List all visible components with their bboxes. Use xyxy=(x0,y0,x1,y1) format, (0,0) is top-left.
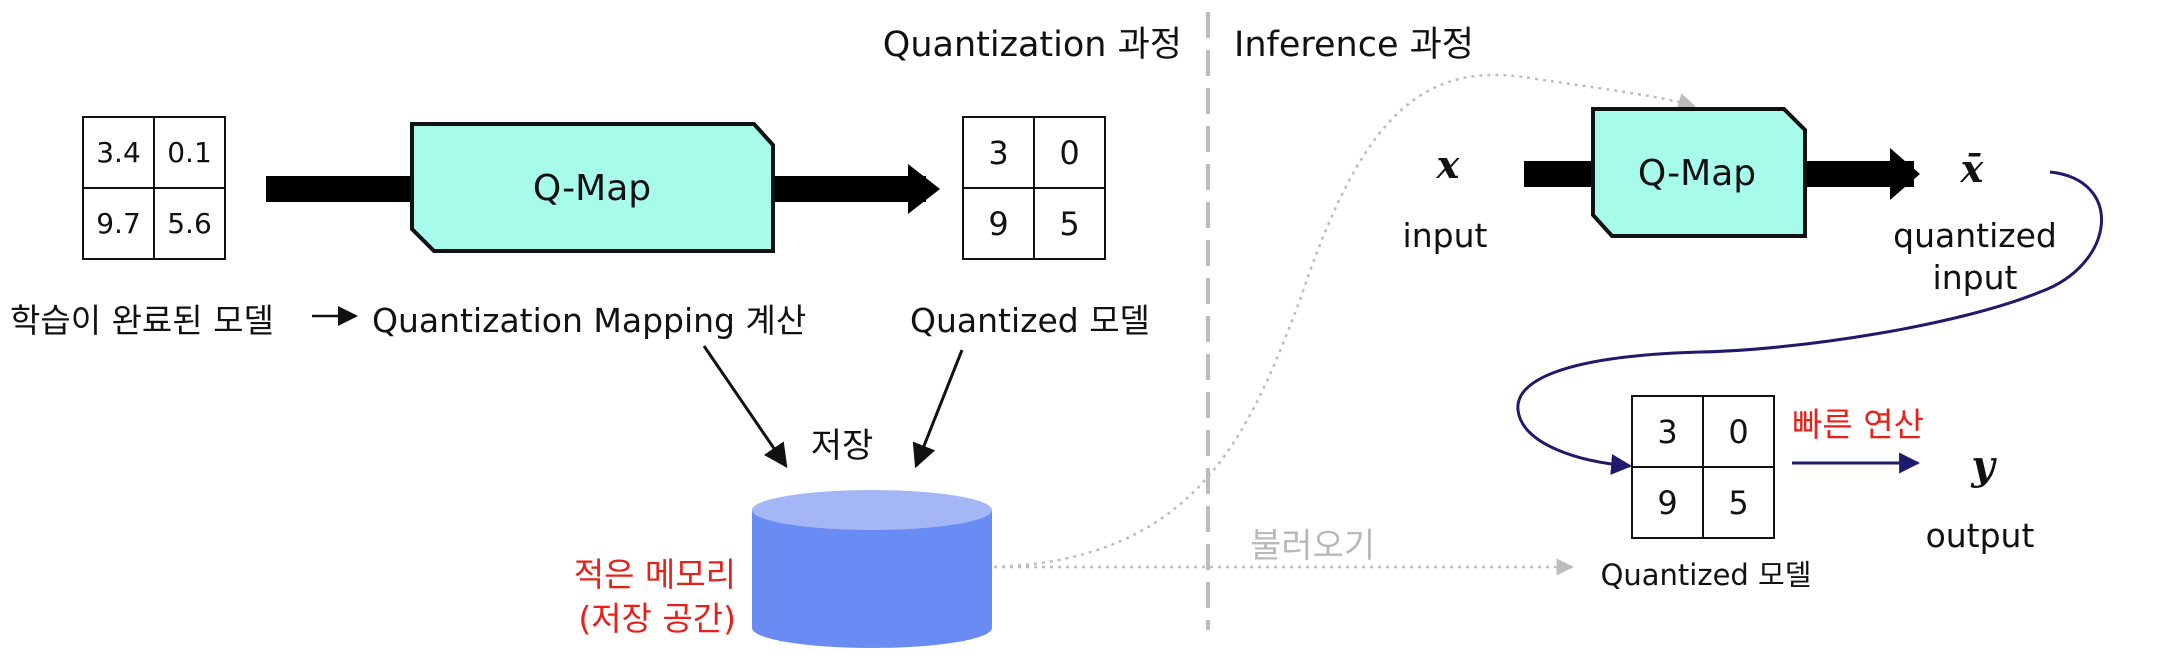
fast-op-label: 빠른 연산 xyxy=(1792,405,1924,444)
quantized-input-label: quantized xyxy=(1893,216,2057,255)
grid-cell: 0 xyxy=(1728,412,1749,451)
input-symbol: x xyxy=(1436,142,1460,187)
input-label: input xyxy=(1402,216,1488,255)
header-inference: Inference 과정 xyxy=(1234,25,1474,65)
qmap-label: Q-Map xyxy=(532,168,652,209)
quantized-model-label: Quantized 모델 xyxy=(910,301,1150,340)
arrow-model-to-storage xyxy=(912,349,964,469)
grid-cell: 0 xyxy=(1059,133,1080,172)
quantized-weights-grid xyxy=(962,116,1106,260)
grid-cell: 5 xyxy=(1059,204,1080,243)
grid-cell: 3 xyxy=(1657,412,1678,451)
header-quantization: Quantization 과정 xyxy=(882,25,1182,65)
qmap-box xyxy=(410,122,775,253)
inference-model-label: Quantized 모델 xyxy=(1600,558,1812,592)
storage-cylinder xyxy=(752,490,992,648)
grid-cell: 0.1 xyxy=(167,136,212,169)
grid-cell: 5 xyxy=(1728,483,1749,522)
load-curve-to-qmap xyxy=(993,73,1696,569)
trained-weights-grid xyxy=(82,116,226,260)
inference-qmap-label: Q-Map xyxy=(1637,153,1757,194)
flow-arrow-head-right xyxy=(1890,148,1920,200)
store-label: 저장 xyxy=(810,426,874,466)
load-label: 불러오기 xyxy=(1250,526,1376,566)
quantized-input-label-2: input xyxy=(1932,258,2018,297)
arrow-mapping-to-storage xyxy=(702,345,788,468)
output-symbol: y xyxy=(1971,442,1995,489)
grid-cell: 9 xyxy=(1657,483,1678,522)
storage-space-label: (저장 공간) xyxy=(578,599,736,638)
flow-arrow-head-left xyxy=(908,164,940,214)
grid-cell: 9 xyxy=(988,204,1009,243)
small-memory-label: 적은 메모리 xyxy=(573,555,736,594)
output-label: output xyxy=(1925,516,2035,555)
grid-cell: 3 xyxy=(988,133,1009,172)
trained-model-label: 학습이 완료된 모델 xyxy=(10,301,274,340)
grid-cell: 9.7 xyxy=(96,207,141,240)
mapping-calc-label: Quantization Mapping 계산 xyxy=(372,301,807,340)
inference-qmap-box xyxy=(1591,107,1807,238)
quantized-flow-curve xyxy=(1516,170,2103,475)
inference-model-grid xyxy=(1631,395,1775,539)
grid-cell: 5.6 xyxy=(167,207,212,240)
quantized-input-symbol: x̄ xyxy=(1960,146,1984,191)
grid-cell: 3.4 xyxy=(96,136,141,169)
